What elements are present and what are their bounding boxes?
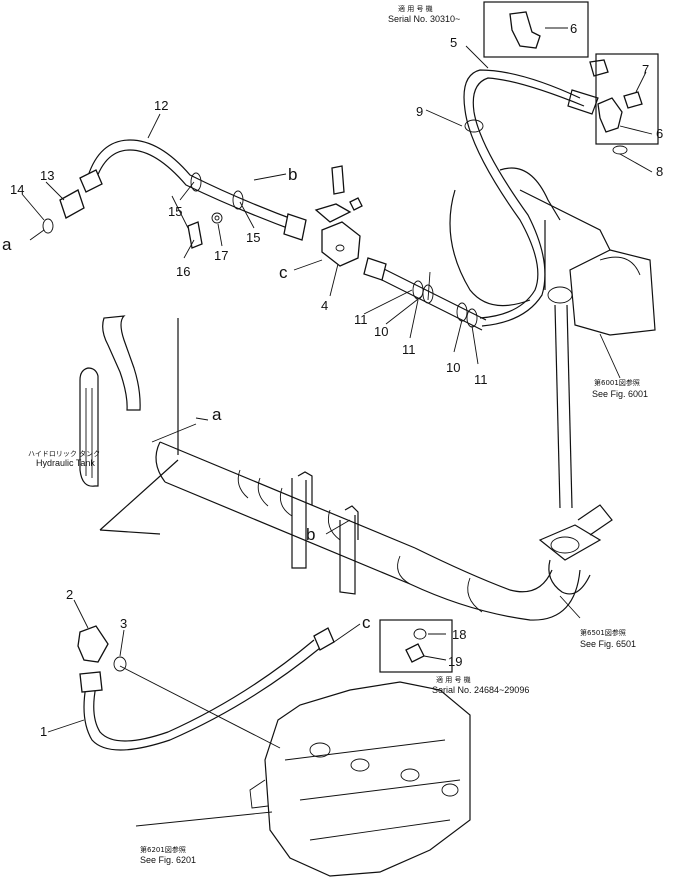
connection-c-block: c — [279, 263, 288, 282]
callout-12: 12 — [154, 98, 168, 113]
callout-3: 3 — [120, 616, 127, 631]
suction-pipe — [155, 441, 613, 621]
fittings-6-8 — [464, 11, 643, 155]
callout-17: 17 — [214, 248, 228, 263]
callout-8: 8 — [656, 164, 663, 179]
serial-top: Serial No. 30310~ — [388, 14, 460, 24]
leader-lines — [21, 27, 653, 827]
fig6201-jp: 第6201図参照 — [140, 845, 186, 854]
callout-13: 13 — [40, 168, 54, 183]
hose-5 — [463, 69, 599, 327]
callout-11-c: 11 — [474, 372, 488, 387]
callout-11-b: 11 — [402, 342, 416, 357]
callout-4: 4 — [321, 298, 328, 313]
block-4 — [314, 165, 363, 267]
pump-housing — [449, 167, 656, 509]
fig6501-jp: 第6501図参照 — [580, 628, 626, 637]
fittings-18-19 — [405, 628, 427, 663]
callout-19: 19 — [448, 654, 462, 669]
serial-box-bottom — [379, 619, 453, 673]
tube-10-11 — [363, 257, 487, 331]
fittings-13-17 — [42, 189, 223, 249]
connection-c-hose: c — [362, 613, 371, 632]
callout-11-a: 11 — [354, 312, 368, 327]
connection-a-tank: a — [212, 405, 222, 424]
callout-10-b: 10 — [446, 360, 460, 375]
callout-7: 7 — [642, 62, 649, 77]
control-valve — [249, 681, 471, 877]
connection-b-frame: b — [306, 525, 315, 544]
serial-bottom: Serial No. 24684~29096 — [432, 685, 529, 695]
callout-1: 1 — [40, 724, 47, 739]
callout-2: 2 — [66, 587, 73, 602]
serial-box-top — [483, 1, 589, 58]
callout-10-a: 10 — [374, 324, 388, 339]
hydraulic-tank-label: Hydraulic Tank — [36, 458, 95, 468]
hydraulic-tank — [79, 315, 179, 535]
callout-5: 5 — [450, 35, 457, 50]
hose-1 — [77, 625, 335, 751]
callout-16: 16 — [176, 264, 190, 279]
fig6001-label: See Fig. 6001 — [592, 389, 648, 399]
fig6001-jp: 第6001図参照 — [594, 378, 640, 387]
hydraulic-tank-jp: ハイドロリック タンク — [28, 449, 100, 458]
callout-14: 14 — [10, 182, 24, 197]
connection-a-left: a — [2, 235, 12, 254]
serial-bottom-jp: 適 用 号 機 — [436, 675, 471, 684]
fig6501-label: See Fig. 6501 — [580, 639, 636, 649]
serial-box-right — [595, 53, 659, 145]
fig6201-label: See Fig. 6201 — [140, 855, 196, 865]
callout-6-top: 6 — [570, 21, 577, 36]
serial-top-jp: 適 用 号 機 — [398, 4, 433, 13]
callout-6-right: 6 — [656, 126, 663, 141]
callout-15-left: 15 — [168, 204, 182, 219]
connection-b-hose: b — [288, 165, 297, 184]
callout-9: 9 — [416, 104, 423, 119]
callout-18: 18 — [452, 627, 466, 642]
callout-15-right: 15 — [246, 230, 260, 245]
hose-12 — [79, 139, 307, 241]
